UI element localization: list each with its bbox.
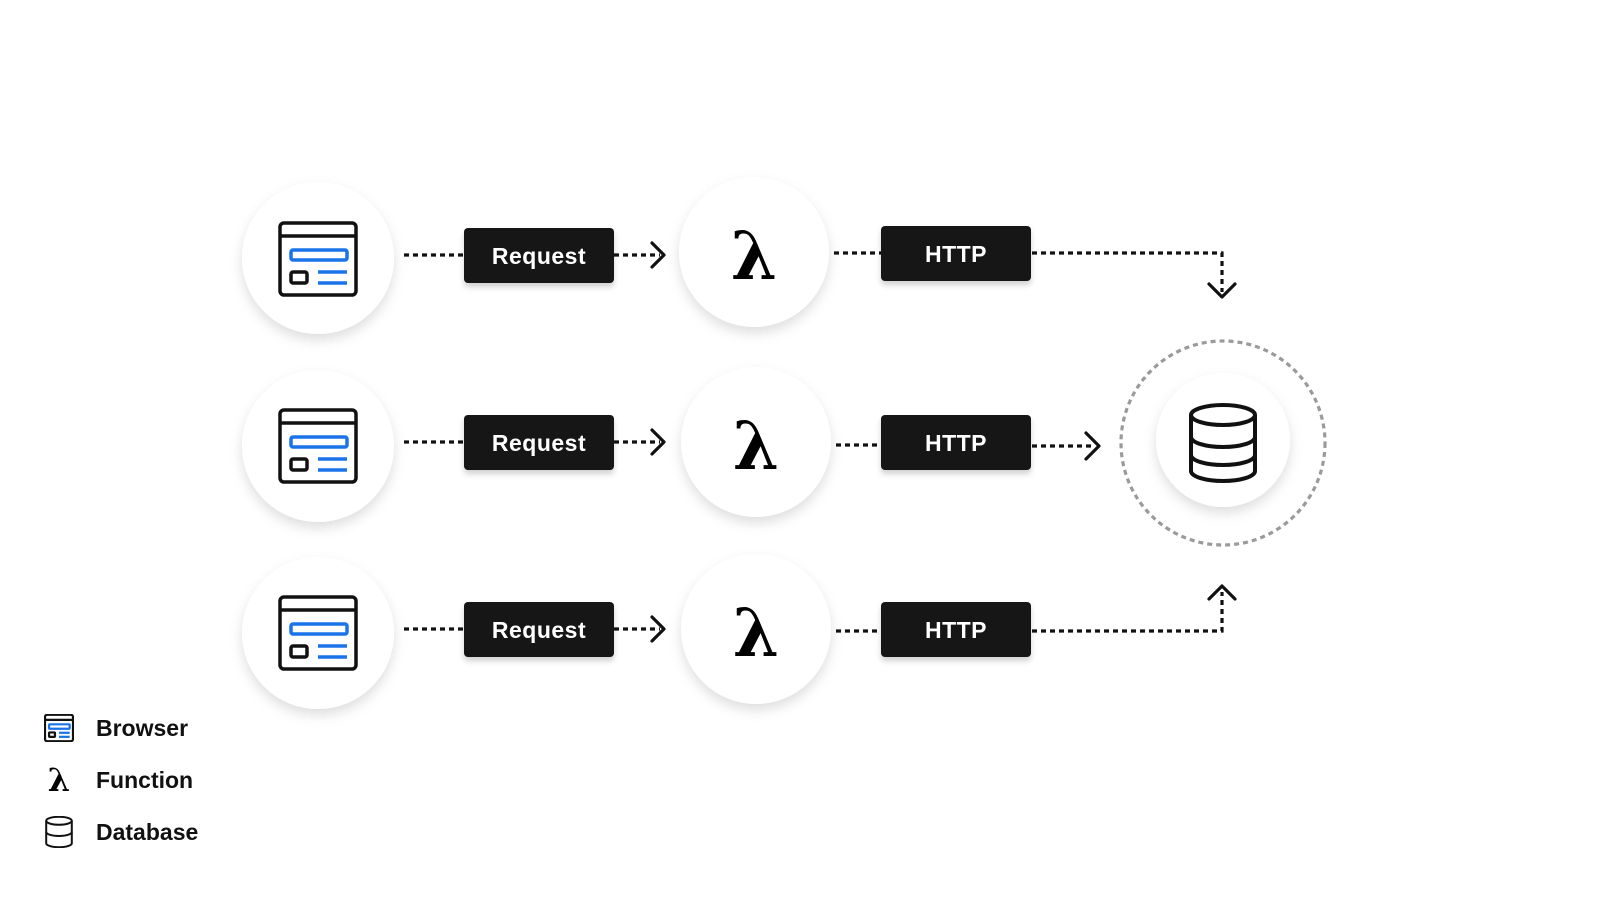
- request-pill: [464, 415, 614, 470]
- legend: Browser λ Function Database: [44, 702, 198, 858]
- function-node: [679, 177, 829, 327]
- legend-item-browser: Browser: [44, 702, 198, 754]
- flow-row: Request λ HTTP: [242, 177, 1237, 334]
- database-target: [1119, 339, 1327, 547]
- browser-icon: [278, 408, 358, 484]
- arrow-down-icon: [1207, 282, 1237, 299]
- lambda-icon: λ: [733, 594, 779, 672]
- database-ring: [1119, 339, 1327, 547]
- arrow-up-icon: [1207, 584, 1237, 601]
- browser-icon: [44, 713, 74, 743]
- flow-row: Request λ HTTP: [242, 367, 1101, 522]
- legend-item-function: λ Function: [44, 754, 198, 806]
- request-pill: [464, 602, 614, 657]
- database-node: [1156, 373, 1290, 507]
- flow-row: Request λ HTTP: [242, 554, 1237, 709]
- connector-line: [1032, 251, 1224, 292]
- lambda-icon: λ: [47, 761, 71, 799]
- http-label: HTTP: [925, 430, 987, 456]
- arrow-right-icon: [650, 241, 666, 269]
- legend-label: Function: [96, 766, 194, 793]
- connector-line: [1032, 592, 1224, 633]
- request-pill: [464, 228, 614, 283]
- http-label: HTTP: [925, 241, 987, 267]
- lambda-icon: λ: [733, 407, 779, 485]
- http-pill: [881, 602, 1031, 657]
- arrow-right-icon: [650, 428, 666, 456]
- legend-item-database: Database: [44, 806, 198, 858]
- legend-label: Browser: [96, 714, 189, 741]
- database-icon: [44, 816, 74, 848]
- request-label: Request: [492, 617, 586, 643]
- http-pill: [881, 226, 1031, 281]
- lambda-icon: λ: [731, 217, 777, 295]
- legend-label: Database: [96, 818, 199, 845]
- browser-icon: [278, 595, 358, 671]
- request-label: Request: [492, 243, 586, 269]
- http-pill: [881, 415, 1031, 470]
- function-node: [681, 367, 831, 517]
- arrow-right-icon: [1084, 431, 1101, 461]
- request-label: Request: [492, 430, 586, 456]
- arrow-right-icon: [650, 615, 666, 643]
- http-label: HTTP: [925, 617, 987, 643]
- function-node: [681, 554, 831, 704]
- browser-icon: [278, 221, 358, 297]
